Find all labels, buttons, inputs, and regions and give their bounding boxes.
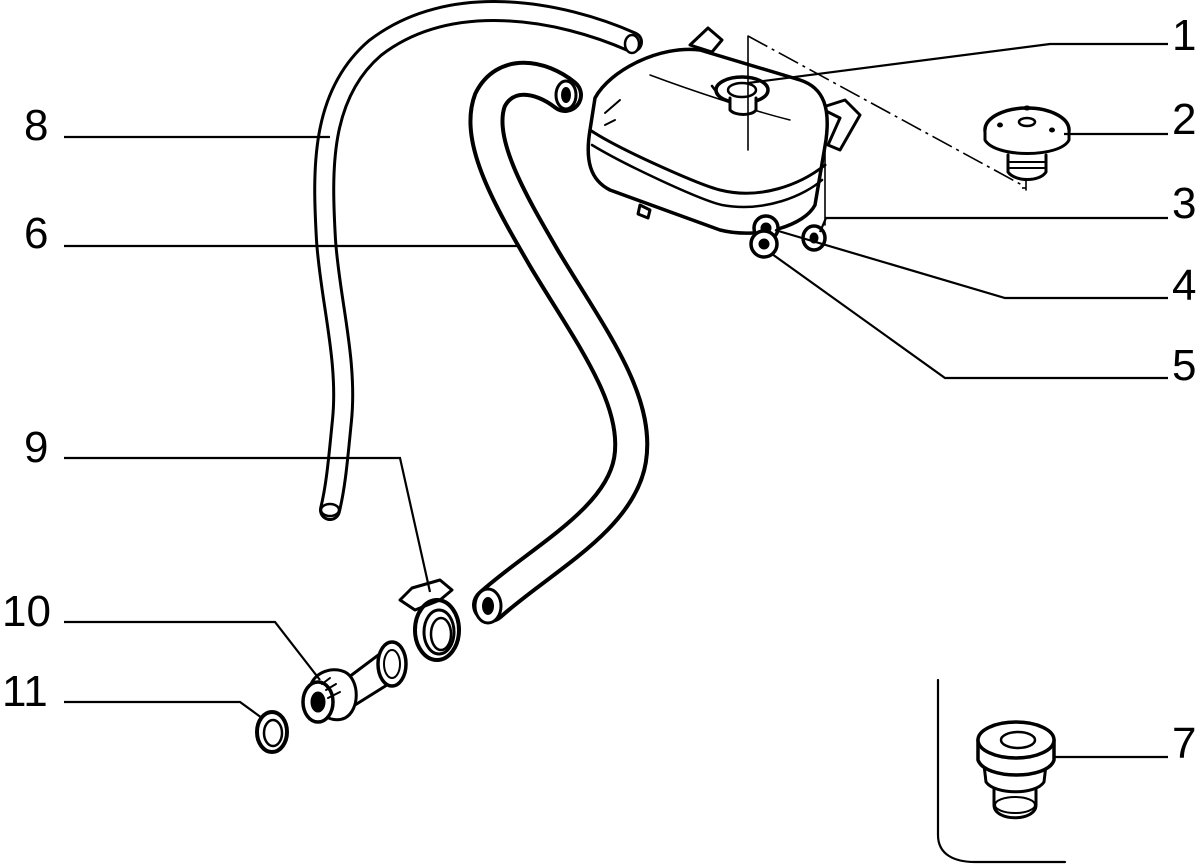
nut-part-5 — [749, 229, 779, 259]
o-ring-part-11 — [255, 710, 289, 754]
expansion-tank — [586, 26, 862, 235]
callout-labels: 1 2 3 4 5 6 7 8 9 10 11 — [2, 11, 1196, 768]
callout-9: 9 — [24, 423, 48, 472]
callout-1: 1 — [1172, 11, 1196, 60]
callout-3: 3 — [1172, 179, 1196, 228]
callout-6: 6 — [24, 209, 48, 258]
hose-part-6 — [468, 60, 650, 625]
inset-frame — [936, 678, 1067, 864]
leader-lines — [64, 42, 1168, 759]
callout-4: 4 — [1172, 261, 1196, 310]
clamp-part-9 — [398, 578, 461, 662]
callout-8: 8 — [24, 101, 48, 150]
callout-10: 10 — [2, 587, 51, 636]
plug-part-7 — [976, 720, 1056, 820]
callout-7: 7 — [1172, 719, 1196, 768]
fitting-part-10 — [301, 640, 408, 724]
callout-2: 2 — [1172, 95, 1196, 144]
callout-5: 5 — [1172, 341, 1196, 390]
callout-11: 11 — [2, 667, 48, 716]
cap-part-2 — [983, 105, 1071, 181]
hose-part-8 — [313, 0, 643, 521]
